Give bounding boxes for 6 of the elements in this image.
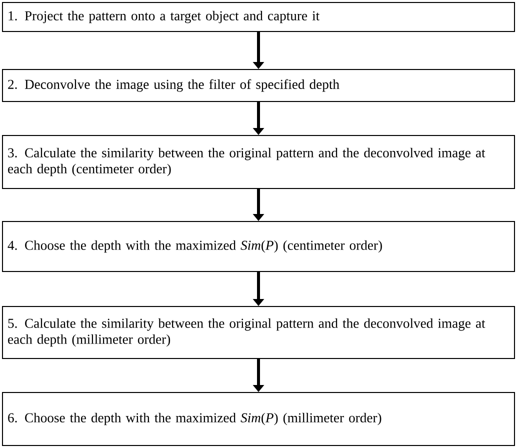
step-box: 3. Calculate the similarity between the original pattern and the deconvolved image at each depth (centimeter order) [2, 135, 515, 189]
step-box: 6. Choose the depth with the maximized Sim(P) (millimeter order) [2, 392, 515, 446]
step-box: 4. Choose the depth with the maximized Sim(P) (centimeter order) [2, 221, 515, 272]
step-box: 1. Project the pattern onto a target object and capture it [2, 2, 515, 32]
step-box: 2. Deconvolve the image using the filter of specified depth [2, 69, 515, 102]
step-box: 5. Calculate the similarity between the original pattern and the deconvolved image at each depth (millimeter order) [2, 306, 515, 359]
